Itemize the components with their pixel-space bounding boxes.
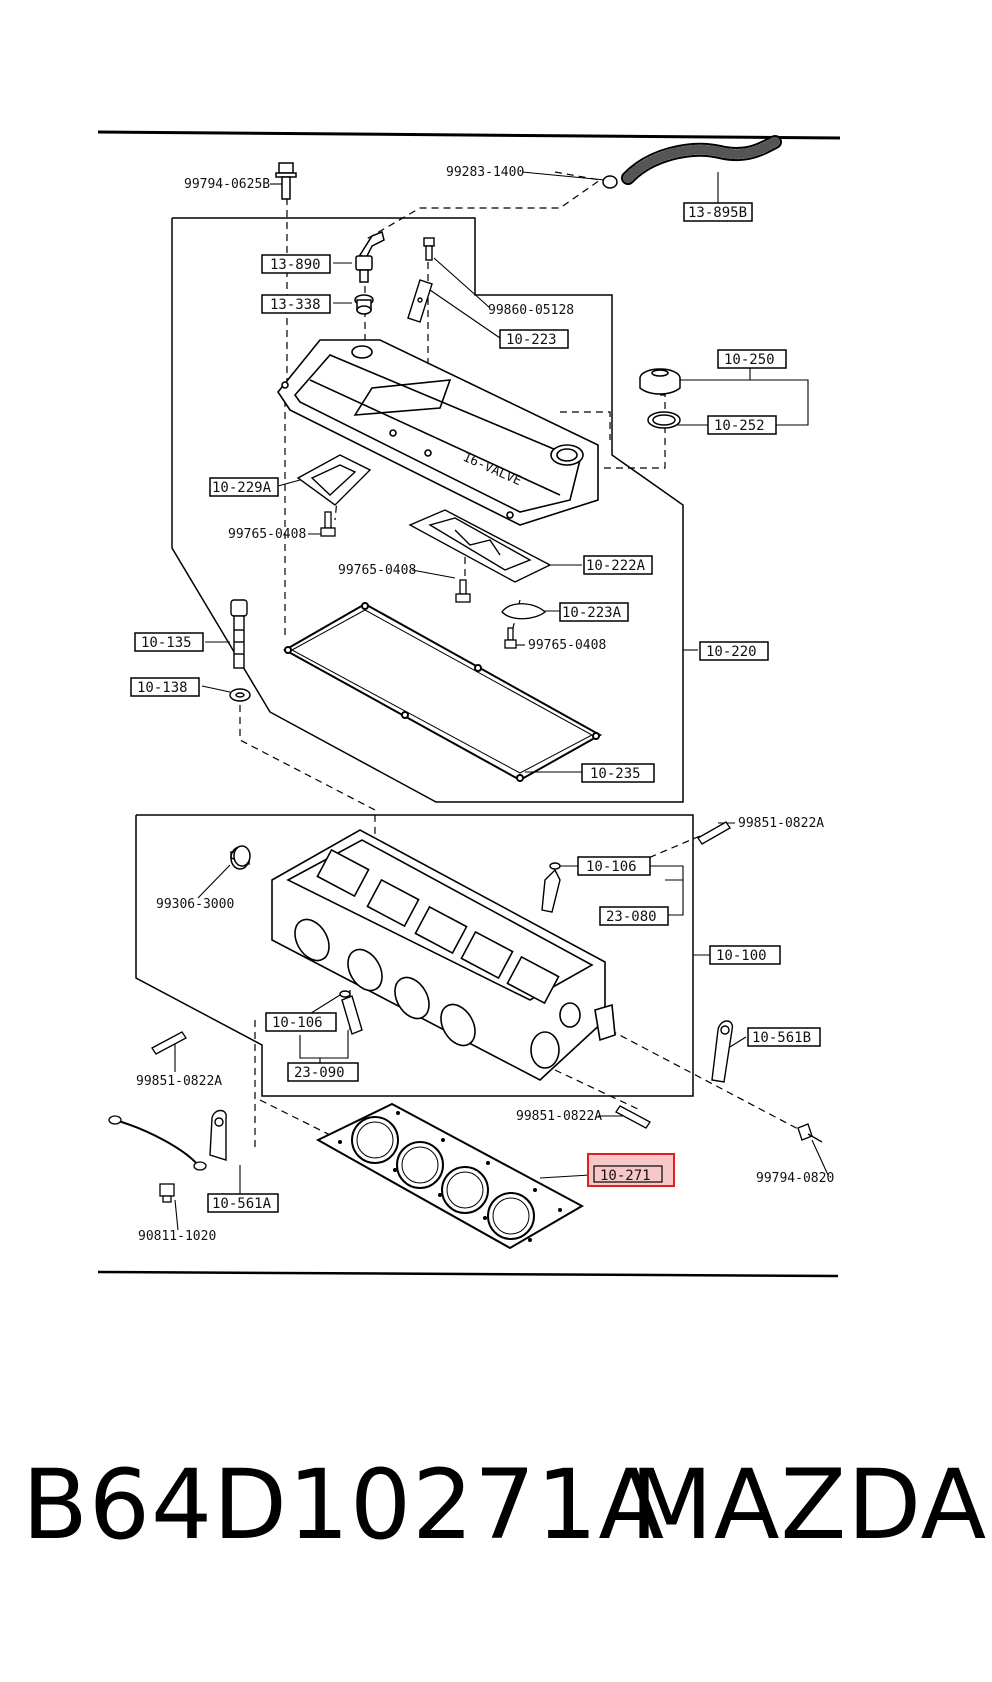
ref-10-561B[interactable]: 10-561B	[747, 1027, 821, 1047]
svg-text:10-561A: 10-561A	[212, 1196, 272, 1212]
pcv-grommet	[354, 294, 374, 315]
label-90811-1020: 90811-1020	[138, 1229, 216, 1244]
ref-10-106-lower[interactable]: 10-106	[265, 1012, 337, 1032]
svg-text:23-080: 23-080	[606, 909, 657, 925]
blind-plug	[230, 845, 251, 870]
plain-labels: 99794-0625B 99283-1400 99860-05128 99765…	[136, 165, 834, 1244]
exploded-parts-diagram: 16-VALVE	[97, 130, 841, 1278]
ref-10-106-upper[interactable]: 10-106	[577, 856, 651, 876]
label-99851-0822A-bottom: 99851-0822A	[516, 1109, 602, 1124]
svg-text:23-090: 23-090	[294, 1065, 345, 1081]
svg-text:13-890: 13-890	[270, 257, 321, 273]
svg-text:10-235: 10-235	[590, 766, 641, 782]
label-99765-0408-c: 99765-0408	[528, 638, 606, 653]
svg-text:10-271: 10-271	[600, 1168, 651, 1184]
ref-10-250[interactable]: 10-250	[717, 349, 787, 369]
svg-text:13-895B: 13-895B	[688, 205, 747, 221]
svg-text:10-222A: 10-222A	[586, 558, 646, 574]
svg-text:10-100: 10-100	[716, 948, 767, 964]
svg-text:10-220: 10-220	[706, 644, 757, 660]
head-cover-gasket	[282, 602, 603, 782]
ref-13-895B[interactable]: 13-895B	[683, 202, 753, 222]
small-bolt-c	[504, 627, 517, 649]
bolt-washer	[229, 688, 251, 702]
ref-13-338[interactable]: 13-338	[261, 294, 331, 314]
breather-plate	[296, 454, 372, 506]
ref-10-235[interactable]: 10-235	[581, 763, 655, 783]
part-number: B64D10271A	[22, 1449, 665, 1561]
label-99306-3000: 99306-3000	[156, 897, 234, 912]
svg-text:10-229A: 10-229A	[212, 480, 272, 496]
breather-hose	[602, 135, 782, 189]
stud-bolt-left	[151, 1031, 187, 1055]
top-rule	[97, 130, 841, 140]
bracket-and-bolt	[407, 237, 435, 323]
footer-caption: B64D10271A MAZDA	[0, 1440, 992, 1590]
head-group-outline	[135, 814, 694, 1097]
ref-10-223[interactable]: 10-223	[499, 329, 569, 349]
head-cover-bolt	[230, 599, 248, 669]
ref-10-135[interactable]: 10-135	[134, 632, 204, 652]
baffle-plate	[408, 509, 552, 583]
bottom-rule	[97, 1270, 839, 1278]
engine-hook-right	[711, 1020, 734, 1083]
svg-text:10-135: 10-135	[141, 635, 192, 651]
label-99860-05128: 99860-05128	[488, 303, 574, 318]
cylinder-head-gasket	[315, 1102, 585, 1250]
bolt-bottom-right	[797, 1123, 823, 1143]
small-plate	[501, 603, 546, 620]
ref-10-271-highlighted[interactable]: 10-271	[587, 1153, 675, 1187]
cylinder-head-cover: 16-VALVE	[277, 339, 599, 526]
ref-10-222A[interactable]: 10-222A	[583, 555, 653, 575]
svg-text:10-106: 10-106	[586, 859, 637, 875]
label-99794-0625B: 99794-0625B	[184, 177, 270, 192]
ref-10-100[interactable]: 10-100	[709, 945, 781, 965]
label-99765-0408-b: 99765-0408	[338, 563, 416, 578]
svg-text:10-138: 10-138	[137, 680, 188, 696]
label-99851-0822A-left: 99851-0822A	[136, 1074, 222, 1089]
stud-bolt-bottom	[615, 1105, 651, 1129]
valve-guide-upper	[541, 862, 561, 913]
label-99283-1400: 99283-1400	[446, 165, 524, 180]
svg-text:10-223: 10-223	[506, 332, 557, 348]
small-bolt-b	[455, 579, 471, 603]
flange-bolt	[275, 162, 297, 200]
filler-cap-seal	[647, 411, 681, 429]
ref-23-090[interactable]: 23-090	[287, 1062, 359, 1082]
stud-bolt-top	[697, 821, 731, 845]
svg-text:10-223A: 10-223A	[562, 605, 622, 621]
ref-10-223A[interactable]: 10-223A	[559, 602, 629, 622]
label-99765-0408-a: 99765-0408	[228, 527, 306, 542]
ref-10-561A[interactable]: 10-561A	[207, 1193, 279, 1213]
svg-text:10-252: 10-252	[714, 418, 765, 434]
cover-group-outline	[171, 217, 684, 803]
small-bolt-a	[320, 511, 336, 537]
cylinder-head	[271, 829, 616, 1081]
label-99851-0822A-top: 99851-0822A	[738, 816, 824, 831]
ref-10-252[interactable]: 10-252	[707, 415, 777, 435]
svg-text:10-561B: 10-561B	[752, 1030, 811, 1046]
ref-23-080[interactable]: 23-080	[599, 906, 669, 926]
boxed-labels: 13-895B 13-890 13-338 10-223 10-250 10-2…	[130, 202, 821, 1213]
ref-10-138[interactable]: 10-138	[130, 677, 200, 697]
brand-name: MAZDA	[630, 1449, 988, 1561]
ref-10-220[interactable]: 10-220	[699, 641, 769, 661]
bolt-bottom-left	[159, 1183, 175, 1203]
oil-filler-cap	[639, 368, 681, 395]
ref-10-229A[interactable]: 10-229A	[209, 477, 279, 497]
ref-13-890[interactable]: 13-890	[261, 254, 331, 274]
svg-text:10-106: 10-106	[272, 1015, 323, 1031]
label-99794-0820: 99794-0820	[756, 1171, 834, 1186]
pcv-valve	[355, 230, 385, 283]
valve-guide-lower	[339, 990, 363, 1035]
svg-text:10-250: 10-250	[724, 352, 775, 368]
ground-strap	[108, 1115, 207, 1171]
engine-hook-left	[209, 1109, 227, 1161]
svg-text:13-338: 13-338	[270, 297, 321, 313]
